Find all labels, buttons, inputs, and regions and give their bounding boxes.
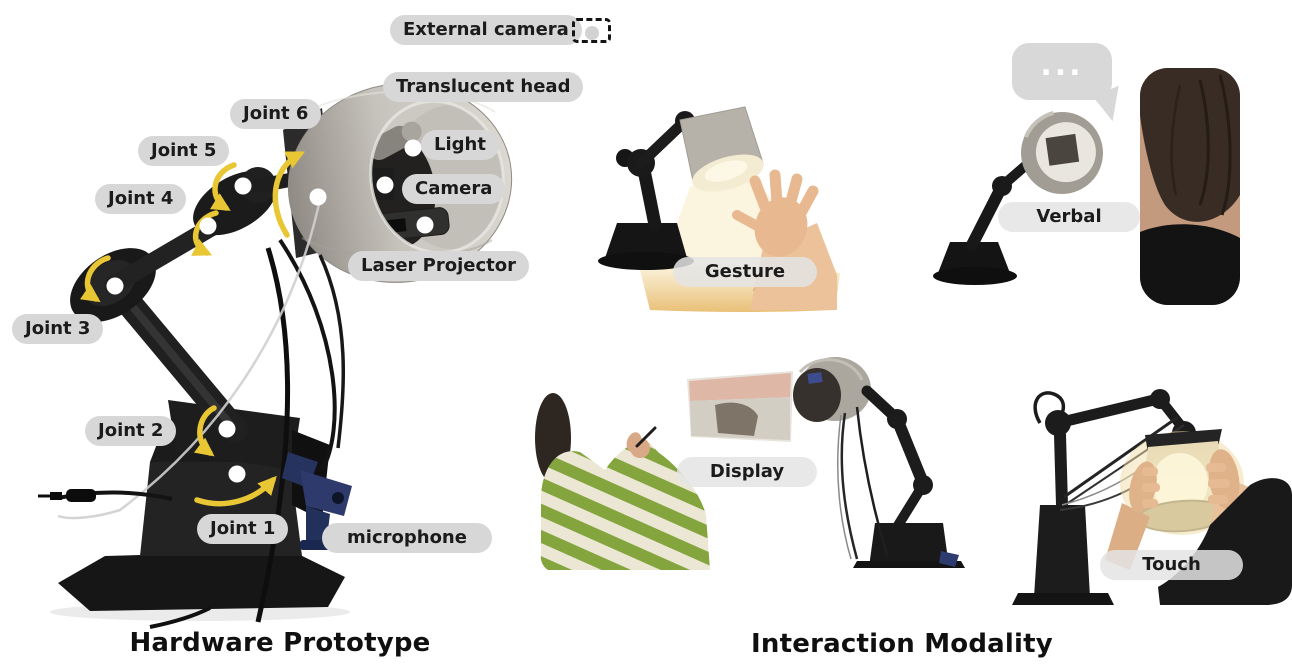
rotation-arrows <box>79 151 306 507</box>
label-laser-projector: Laser Projector <box>348 251 530 281</box>
label-joint-2: Joint 2 <box>85 416 177 446</box>
rotation-arrow-icon <box>191 210 219 256</box>
display-person <box>535 393 710 570</box>
label-gesture: Gesture <box>673 257 817 287</box>
joint-marker <box>228 465 246 483</box>
joint-marker <box>416 216 434 234</box>
label-camera: Camera <box>402 174 506 204</box>
display-robot <box>793 357 965 568</box>
label-joint-1: Joint 1 <box>197 514 289 544</box>
verbal-person <box>1140 68 1240 305</box>
label-joint-3: Joint 3 <box>12 314 104 344</box>
joint-marker <box>309 188 327 206</box>
label-verbal: Verbal <box>998 202 1140 232</box>
microphone-shape <box>282 452 352 550</box>
gesture-photo <box>598 106 840 312</box>
gesture-hand <box>732 169 837 310</box>
joint-marker <box>199 217 217 235</box>
rotation-arrow-icon <box>209 162 237 211</box>
rotation-arrow-icon <box>272 151 306 238</box>
label-touch: Touch <box>1100 550 1243 580</box>
rotation-arrow-icon <box>79 255 111 303</box>
rotation-arrow-icon <box>194 475 277 507</box>
light-fixture <box>367 121 422 160</box>
joint-marker <box>106 277 124 295</box>
pen <box>635 426 657 448</box>
caption-hardware-prototype: Hardware Prototype <box>129 628 431 658</box>
label-joint-6: Joint 6 <box>230 99 322 129</box>
rotation-arrow-icon <box>193 405 217 457</box>
joint-marker <box>218 420 236 438</box>
external-camera-dot <box>584 25 599 40</box>
label-microphone: microphone <box>322 523 492 553</box>
label-light: Light <box>421 130 499 160</box>
display-photo <box>535 357 965 570</box>
joint-marker <box>376 176 394 194</box>
verbal-photo <box>933 68 1240 305</box>
joint-marker <box>234 177 252 195</box>
label-joint-4: Joint 4 <box>95 184 187 214</box>
external-camera-icon <box>572 18 611 43</box>
projected-screen <box>687 371 793 442</box>
caption-interaction-modality: Interaction Modality <box>751 629 1053 659</box>
joint-marker <box>404 139 422 157</box>
speech-bubble: ... <box>1012 43 1131 125</box>
joint-markers <box>106 139 434 483</box>
label-external-camera: External camera <box>390 15 582 45</box>
label-joint-5: Joint 5 <box>138 136 230 166</box>
label-display: Display <box>677 457 817 487</box>
label-translucent-head: Translucent head <box>383 72 584 102</box>
